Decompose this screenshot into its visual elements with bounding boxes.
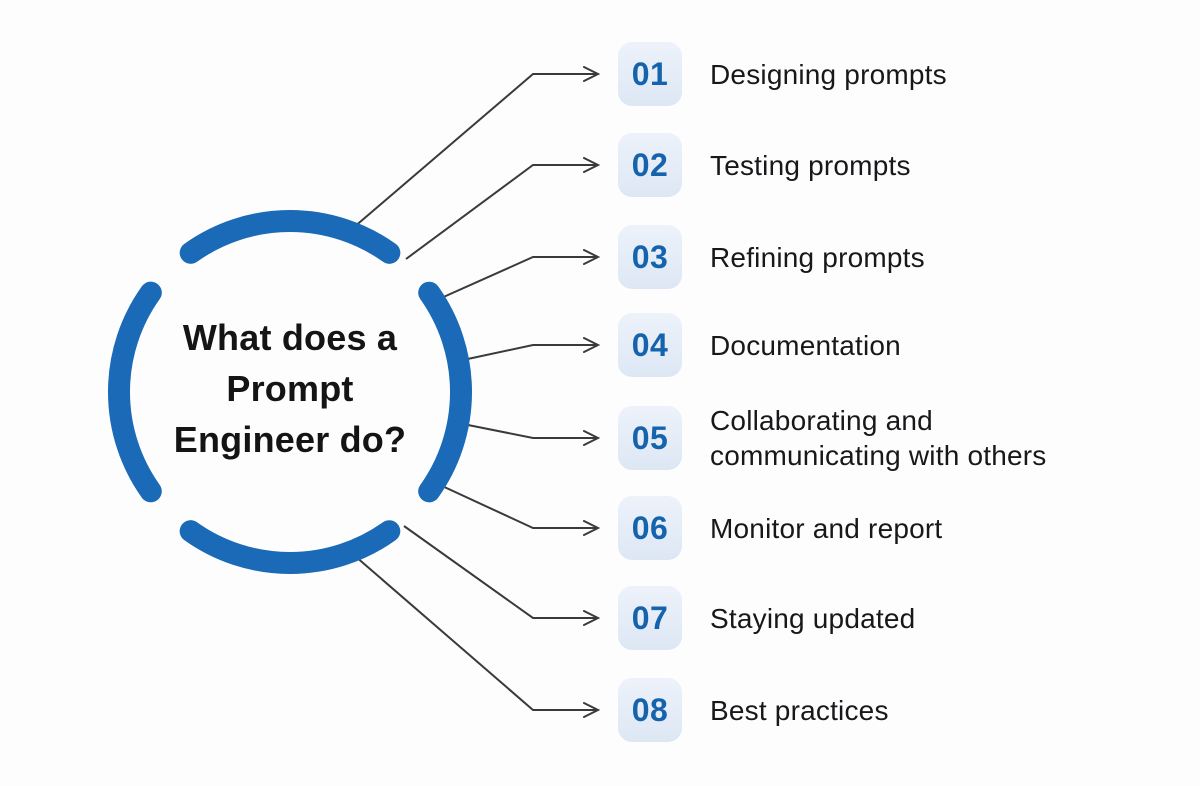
item-number-badge: 05 <box>618 406 682 470</box>
item-label: Best practices <box>710 694 889 726</box>
item-number-badge: 02 <box>618 133 682 197</box>
item-label: Collaborating and communicating with oth… <box>710 405 1047 471</box>
task-item: 01 Designing prompts <box>618 42 947 106</box>
item-label: Testing prompts <box>710 149 911 181</box>
connector-arrow-2 <box>405 165 598 260</box>
task-item: 03 Refining prompts <box>618 225 925 289</box>
connector-arrow-7 <box>403 525 598 618</box>
title-line: What does a <box>182 317 398 358</box>
item-label: Designing prompts <box>710 58 947 90</box>
title-line: Engineer do? <box>173 419 407 460</box>
connector-arrow-1 <box>352 74 598 229</box>
center-question-title: What does a Prompt Engineer do? <box>110 312 470 465</box>
connector-arrow-8 <box>354 555 598 710</box>
item-label: Monitor and report <box>710 512 943 544</box>
item-number-badge: 01 <box>618 42 682 106</box>
task-item: 02 Testing prompts <box>618 133 911 197</box>
connector-arrow-5 <box>462 423 598 438</box>
item-label: Refining prompts <box>710 241 925 273</box>
title-line: Prompt <box>226 368 354 409</box>
connector-arrow-4 <box>462 345 598 361</box>
item-number-badge: 07 <box>618 586 682 650</box>
connector-arrow-3 <box>438 257 598 300</box>
task-item: 04 Documentation <box>618 313 901 377</box>
item-number-badge: 06 <box>618 496 682 560</box>
item-number-badge: 04 <box>618 313 682 377</box>
item-label: Staying updated <box>710 602 916 634</box>
dashed-circle <box>108 210 472 574</box>
task-item: 08 Best practices <box>618 678 889 742</box>
task-item: 05 Collaborating and communicating with … <box>618 405 1105 471</box>
item-number-badge: 08 <box>618 678 682 742</box>
item-label: Documentation <box>710 329 901 361</box>
connector-arrow-6 <box>439 484 598 528</box>
item-number-badge: 03 <box>618 225 682 289</box>
connector-arrows <box>352 74 598 710</box>
task-item: 06 Monitor and report <box>618 496 942 560</box>
task-item: 07 Staying updated <box>618 586 915 650</box>
